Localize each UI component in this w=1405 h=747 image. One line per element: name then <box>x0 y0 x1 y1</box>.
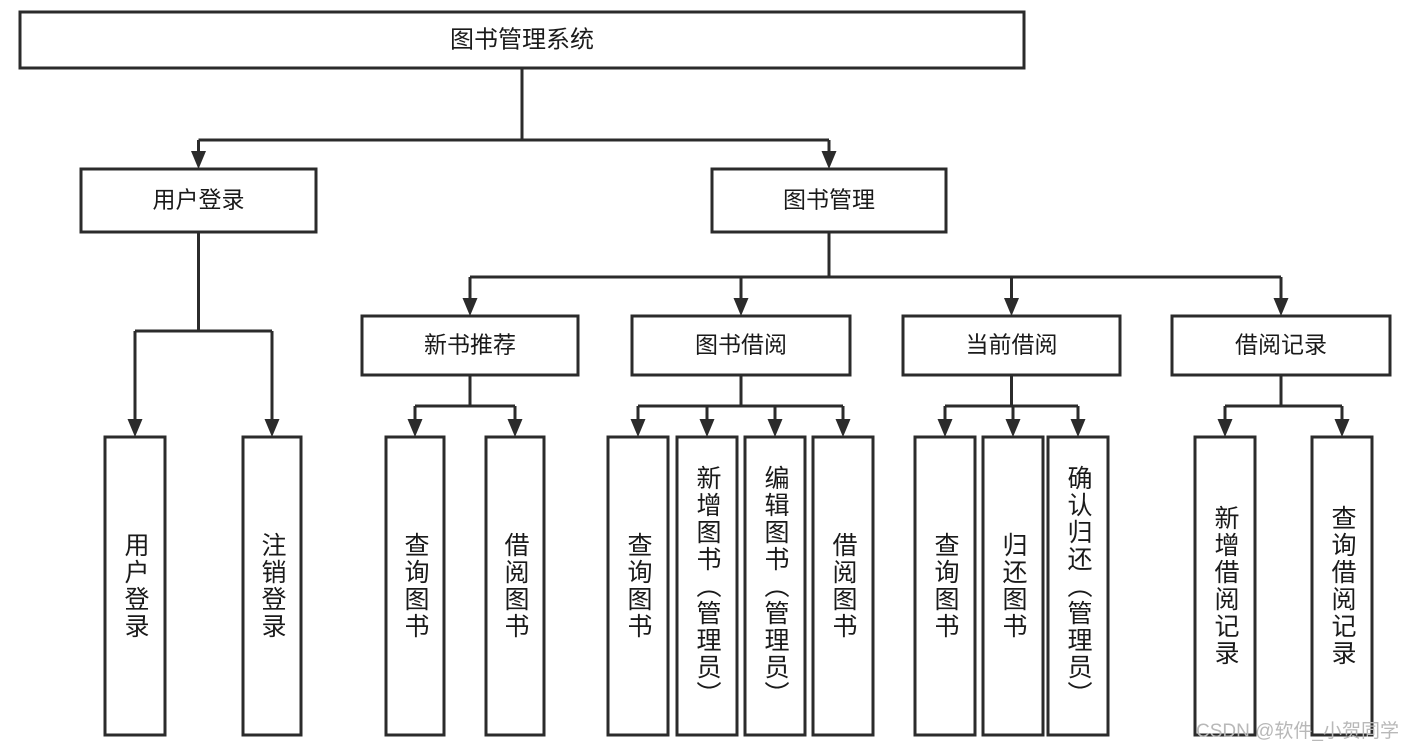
node-label: 借阅记录 <box>1235 332 1327 358</box>
node-box[interactable] <box>606 435 670 737</box>
node-leaf-confirm-return[interactable] <box>1046 435 1110 737</box>
node-box[interactable] <box>811 435 875 737</box>
csdn-watermark: CSDN @软件_小贺同学 <box>1196 721 1399 742</box>
arrow-head-icon <box>1334 419 1350 437</box>
node-box[interactable] <box>103 435 167 737</box>
node-box[interactable] <box>913 435 977 737</box>
node-borrow-record[interactable]: 借阅记录 <box>1170 314 1392 377</box>
node-box[interactable] <box>743 435 807 737</box>
node-box[interactable] <box>384 435 446 737</box>
node-book-manage[interactable]: 图书管理 <box>710 167 948 234</box>
arrow-head-icon <box>630 419 646 437</box>
node-box[interactable] <box>710 167 948 234</box>
arrow-head-icon <box>1217 419 1233 437</box>
arrow-head-icon <box>699 419 715 437</box>
arrow-head-icon <box>1004 298 1019 316</box>
node-box[interactable] <box>1310 435 1374 737</box>
arrow-head-icon <box>191 151 206 169</box>
connector-group-borrow_record <box>1217 375 1350 437</box>
node-box[interactable] <box>241 435 303 737</box>
node-box[interactable] <box>901 314 1122 377</box>
node-box[interactable] <box>79 167 318 234</box>
node-label: 图书管理 <box>783 187 875 213</box>
node-label: 新书推荐 <box>424 332 516 358</box>
node-leaf-add-record[interactable] <box>1193 435 1257 737</box>
node-root[interactable]: 图书管理系统 <box>18 10 1026 70</box>
arrow-head-icon <box>733 298 749 316</box>
node-leaf-return-book[interactable] <box>981 435 1045 737</box>
connector-group-book_manage <box>462 232 1289 316</box>
node-label: 图书借阅 <box>695 332 787 358</box>
node-box[interactable] <box>484 435 546 737</box>
node-leaf-logout[interactable] <box>241 435 303 737</box>
node-book-borrow[interactable]: 图书借阅 <box>630 314 852 377</box>
node-leaf-query-book-c[interactable] <box>913 435 977 737</box>
arrow-head-icon <box>1005 419 1021 437</box>
connector-group-current_borrow <box>937 375 1086 437</box>
connector-group-book_borrow <box>630 375 851 437</box>
arrow-head-icon <box>937 419 953 437</box>
node-label: 图书管理系统 <box>450 26 594 53</box>
arrow-head-icon <box>821 151 837 169</box>
node-current-borrow[interactable]: 当前借阅 <box>901 314 1122 377</box>
arrow-head-icon <box>835 419 851 437</box>
node-box[interactable] <box>1193 435 1257 737</box>
node-box[interactable] <box>675 435 739 737</box>
arrow-head-icon <box>264 419 280 437</box>
arrow-head-icon <box>127 419 143 437</box>
node-leaf-query-book-a[interactable] <box>384 435 446 737</box>
arrow-head-icon <box>1273 298 1289 316</box>
node-box[interactable] <box>630 314 852 377</box>
arrow-head-icon <box>407 419 423 437</box>
node-box[interactable] <box>360 314 580 377</box>
node-new-book-rec[interactable]: 新书推荐 <box>360 314 580 377</box>
arrow-head-icon <box>1070 419 1086 437</box>
node-leaf-query-record[interactable] <box>1310 435 1374 737</box>
connector-group-user_login <box>127 232 280 437</box>
node-box[interactable] <box>1170 314 1392 377</box>
arrow-head-icon <box>507 419 523 437</box>
arrow-head-icon <box>462 298 478 316</box>
node-label: 当前借阅 <box>966 332 1058 358</box>
node-user-login[interactable]: 用户登录 <box>79 167 318 234</box>
node-leaf-edit-book[interactable] <box>743 435 807 737</box>
node-leaf-borrow-book-a[interactable] <box>484 435 546 737</box>
node-label: 用户登录 <box>153 187 245 213</box>
node-leaf-add-book[interactable] <box>675 435 739 737</box>
node-box[interactable] <box>18 10 1026 70</box>
node-box[interactable] <box>1046 435 1110 737</box>
connector-group-root <box>191 68 837 169</box>
node-leaf-user-login[interactable] <box>103 435 167 737</box>
arrow-head-icon <box>767 419 783 437</box>
node-leaf-borrow-book-b[interactable] <box>811 435 875 737</box>
node-leaf-query-book-b[interactable] <box>606 435 670 737</box>
node-box[interactable] <box>981 435 1045 737</box>
connector-group-new_book_rec <box>407 375 523 437</box>
